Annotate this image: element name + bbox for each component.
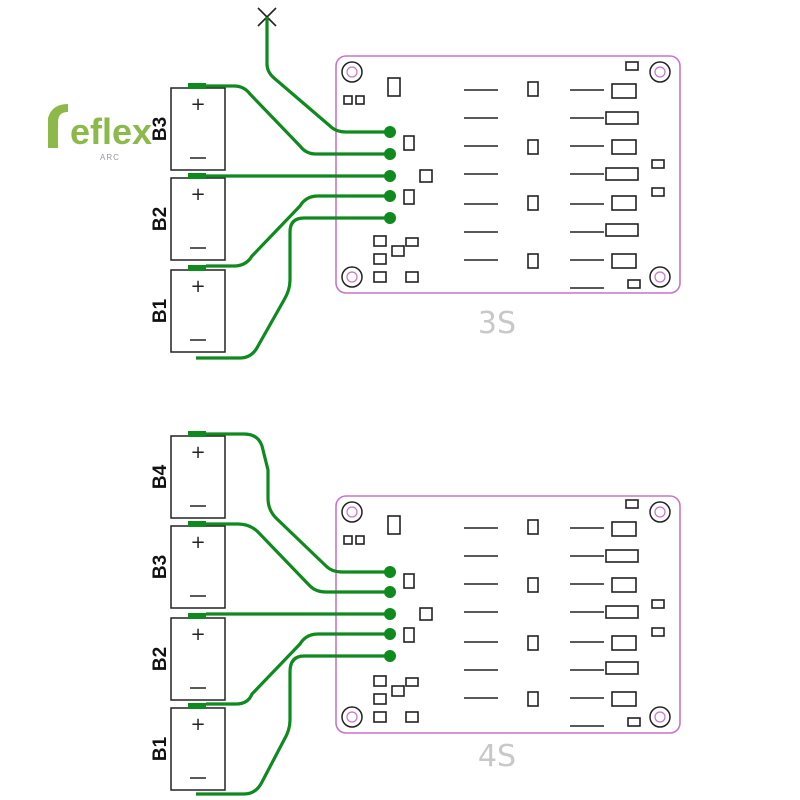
solder-pads-4s [384,566,396,662]
logo: eflex ARC [48,104,152,162]
diagram-4s: 4S + + + + B4 B3 B2 B1 [150,431,681,796]
silkscreen-components [343,499,665,727]
svg-text:+: + [190,94,205,115]
mounting-hole-icon [341,501,363,523]
solder-pad-icon [384,608,396,620]
battery-cell-icon: + [170,265,226,353]
cell-label: B2 [150,647,171,671]
mounting-hole-icon [649,266,671,288]
mounting-hole-icon [341,61,363,83]
cell-label: B3 [150,117,171,141]
balance-wires-3s [196,17,390,360]
mounting-hole-icon [649,61,671,83]
cell-label: B1 [150,298,171,323]
battery-cell-icon: + [170,613,226,701]
board-label-4s: 4S [478,739,516,774]
battery-cell-icon: + [170,703,226,791]
solder-pad-icon [384,190,396,202]
solder-pad-icon [384,566,396,578]
svg-text:+: + [190,276,205,297]
mounting-hole-icon [649,501,671,523]
mounting-hole-icon [649,706,671,728]
solder-pad-icon [384,126,396,138]
cell-label: B1 [150,736,171,761]
battery-cell-icon: + [170,173,226,261]
solder-pad-icon [384,650,396,662]
pcb-board-4s [335,495,681,734]
battery-cell-icon: + [170,431,226,519]
diagram-3s: 3S + + + B3 B2 B1 [150,7,681,360]
svg-text:+: + [190,184,205,205]
solder-pad-icon [384,586,396,598]
solder-pad-icon [384,170,396,182]
pcb-board-3s [335,55,681,294]
logo-leaf-icon [48,104,68,148]
battery-cell-icon: + [170,521,226,609]
mounting-hole-icon [341,706,363,728]
svg-text:+: + [190,532,205,553]
solder-pad-icon [384,148,396,160]
silkscreen-components [343,61,665,289]
battery-cell-icon: + [170,83,226,171]
balance-wires-4s [196,432,390,796]
cell-label: B3 [150,555,171,579]
mounting-hole-icon [341,266,363,288]
cell-label: B2 [150,207,171,231]
svg-text:+: + [190,714,205,735]
board-label-3s: 3S [478,306,516,341]
logo-text: eflex [70,111,152,152]
svg-text:+: + [190,442,205,463]
solder-pad-icon [384,212,396,224]
solder-pads-3s [384,126,396,224]
svg-text:+: + [190,624,205,645]
cell-label: B4 [150,464,171,489]
logo-subtext: ARC [100,153,120,162]
solder-pad-icon [384,628,396,640]
